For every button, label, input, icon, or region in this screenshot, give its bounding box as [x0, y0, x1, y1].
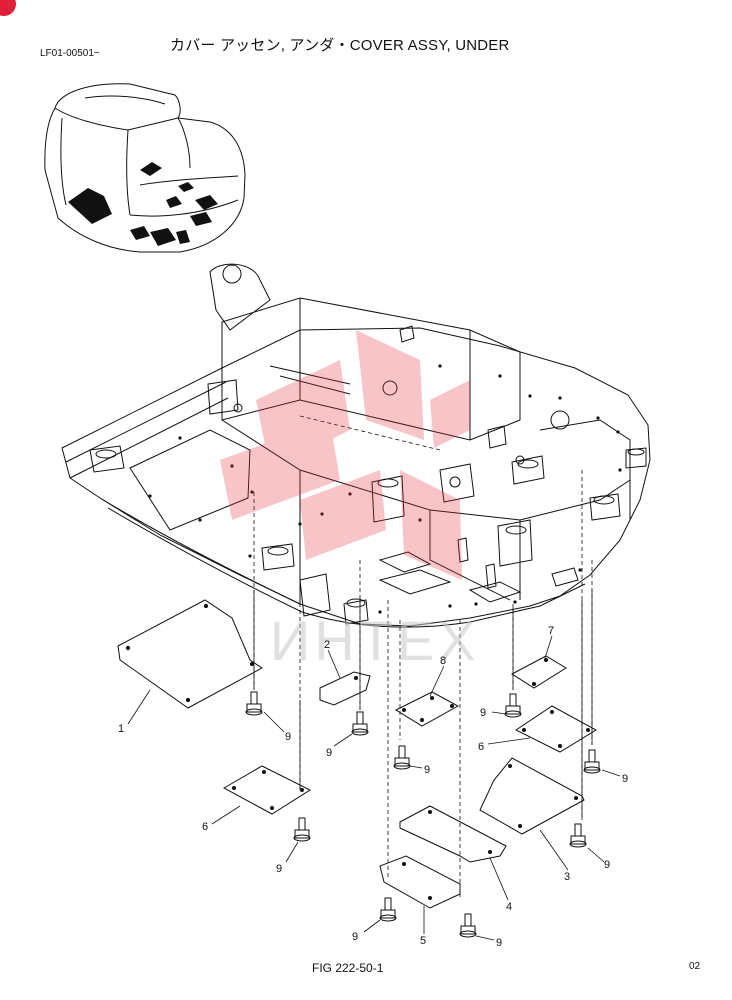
page-title: カバー アッセン, アンダ・COVER ASSY, UNDER: [170, 37, 510, 54]
callout-9-h: 9: [352, 931, 358, 943]
callout-9-b: 9: [326, 747, 332, 759]
bolt-9-h: [379, 897, 397, 922]
cover-part-2: [319, 671, 371, 706]
callout-8: 8: [440, 655, 446, 667]
callout-5: 5: [420, 935, 426, 947]
bolt-9-g: [569, 823, 587, 848]
callout-2: 2: [324, 639, 330, 651]
bolt-9-e: [583, 749, 601, 774]
cover-part-7: [511, 655, 567, 689]
callout-numbers: 1 2 3 4 5 6 6 7 8 9 9 9 9 9 9 9 9 9: [118, 625, 628, 949]
callout-leaders: [127, 635, 621, 941]
callout-7: 7: [548, 625, 554, 637]
callout-1: 1: [118, 723, 124, 735]
callout-9-g: 9: [604, 859, 610, 871]
callout-9-a: 9: [285, 731, 291, 743]
cover-part-1: [117, 599, 263, 709]
serial-range: LF01-00501~: [40, 48, 100, 59]
bolt-9-c: [393, 745, 411, 770]
cover-part-8: [394, 691, 460, 727]
watermark: ИНТЕХ: [220, 330, 480, 672]
part-leaders: [253, 590, 593, 820]
under-cover-locations: [68, 162, 218, 246]
callout-9-i: 9: [496, 937, 502, 949]
watermark-text: ИНТЕХ: [270, 609, 480, 672]
bolt-9-b: [351, 711, 369, 736]
cover-part-4: [399, 805, 507, 863]
callout-6-right: 6: [478, 741, 484, 753]
cover-part-6-right: [515, 705, 597, 753]
figure-number: FIG 222-50-1: [312, 961, 384, 975]
upper-frame-assembly: [61, 263, 651, 628]
watermark-emblem: [220, 330, 470, 580]
callout-6-left: 6: [202, 821, 208, 833]
cover-part-3: [479, 757, 585, 835]
cover-part-5: [379, 855, 461, 909]
bolt-9-i: [459, 913, 477, 938]
callout-4: 4: [506, 901, 512, 913]
bolt-9-d: [504, 693, 522, 718]
callout-9-f: 9: [276, 863, 282, 875]
page-number: 02: [689, 961, 701, 972]
callout-9-c: 9: [424, 764, 430, 776]
cover-part-6-left: [222, 765, 312, 815]
frame-mounting-holes: [148, 364, 622, 614]
bolt-9-a: [245, 691, 263, 716]
callout-3: 3: [564, 871, 570, 883]
machine-overview-inset: [44, 83, 246, 253]
callout-9-d: 9: [480, 707, 486, 719]
callout-9-e: 9: [622, 773, 628, 785]
corner-mark: [0, 0, 16, 16]
bolt-set-9: [245, 691, 601, 938]
bolt-9-f: [293, 817, 311, 842]
